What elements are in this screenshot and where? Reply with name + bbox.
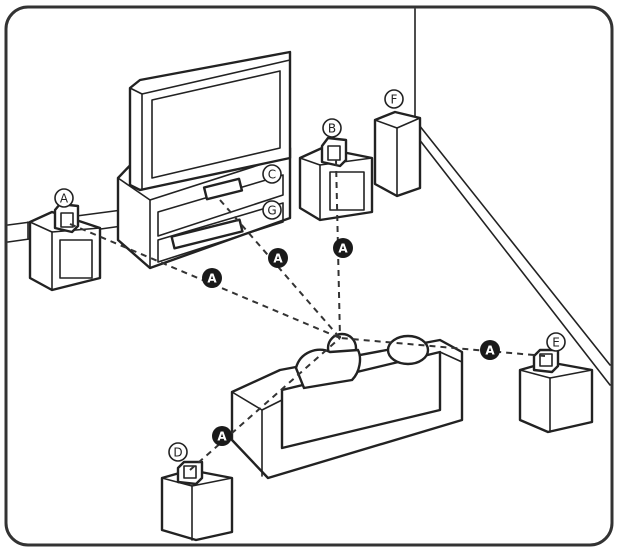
distance-marker-5: A bbox=[212, 426, 232, 446]
svg-text:E: E bbox=[552, 336, 560, 350]
distance-marker-2: A bbox=[268, 248, 288, 268]
label-rear-left: D bbox=[168, 442, 188, 462]
distance-marker-text: A bbox=[273, 252, 283, 266]
svg-text:F: F bbox=[391, 93, 398, 107]
listener bbox=[294, 332, 362, 390]
label-rear-right: E bbox=[546, 332, 566, 352]
distance-marker-1: A bbox=[202, 268, 222, 288]
svg-text:D: D bbox=[173, 446, 182, 460]
label-center: C bbox=[262, 164, 282, 184]
label-front-right: B bbox=[322, 118, 342, 138]
distance-marker-text: A bbox=[485, 344, 495, 358]
svg-text:A: A bbox=[60, 192, 69, 206]
rear-left-speaker bbox=[160, 460, 234, 542]
svg-text:G: G bbox=[267, 204, 276, 218]
rear-right-speaker bbox=[518, 348, 594, 434]
distance-marker-text: A bbox=[338, 242, 348, 256]
label-front-left: A bbox=[54, 188, 74, 208]
svg-text:C: C bbox=[268, 168, 276, 182]
distance-marker-4: A bbox=[480, 340, 500, 360]
svg-text:B: B bbox=[328, 122, 336, 136]
tv-and-stand bbox=[116, 50, 292, 270]
distance-marker-3: A bbox=[333, 238, 353, 258]
distance-marker-text: A bbox=[217, 430, 227, 444]
subwoofer bbox=[373, 110, 422, 198]
center-speaker bbox=[202, 177, 244, 201]
label-receiver: G bbox=[262, 200, 282, 220]
label-subwoofer: F bbox=[384, 89, 404, 109]
distance-marker-text: A bbox=[207, 272, 217, 286]
